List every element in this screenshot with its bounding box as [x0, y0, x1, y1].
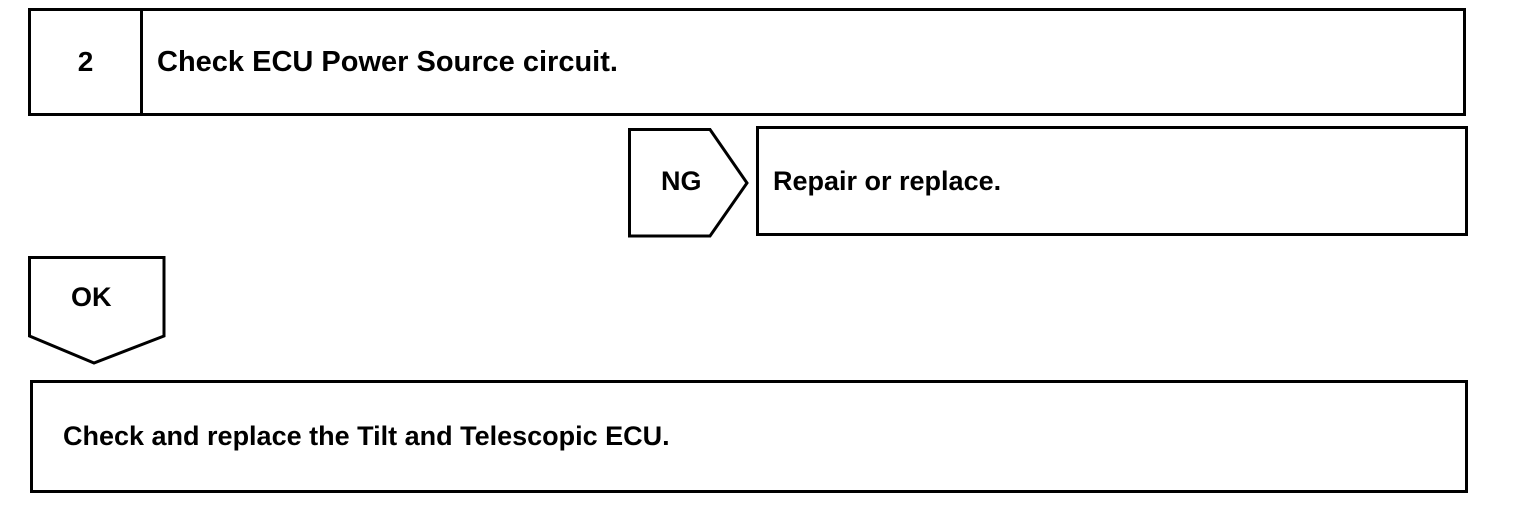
ok-arrow-shape [28, 256, 166, 365]
step-box: 2 Check ECU Power Source circuit. [28, 8, 1466, 116]
final-step-box: Check and replace the Tilt and Telescopi… [30, 380, 1468, 493]
final-step-text: Check and replace the Tilt and Telescopi… [63, 421, 670, 451]
ok-arrow: OK [28, 256, 166, 366]
step-number: 2 [31, 11, 143, 113]
step-title: Check ECU Power Source circuit. [157, 45, 618, 78]
ng-result-text: Repair or replace. [773, 165, 1002, 196]
ng-result-box: Repair or replace. [756, 126, 1468, 236]
ng-arrow-shape [628, 128, 749, 238]
ng-label: NG [661, 166, 702, 196]
ok-label: OK [71, 282, 112, 312]
ng-arrow: NG [628, 128, 750, 238]
